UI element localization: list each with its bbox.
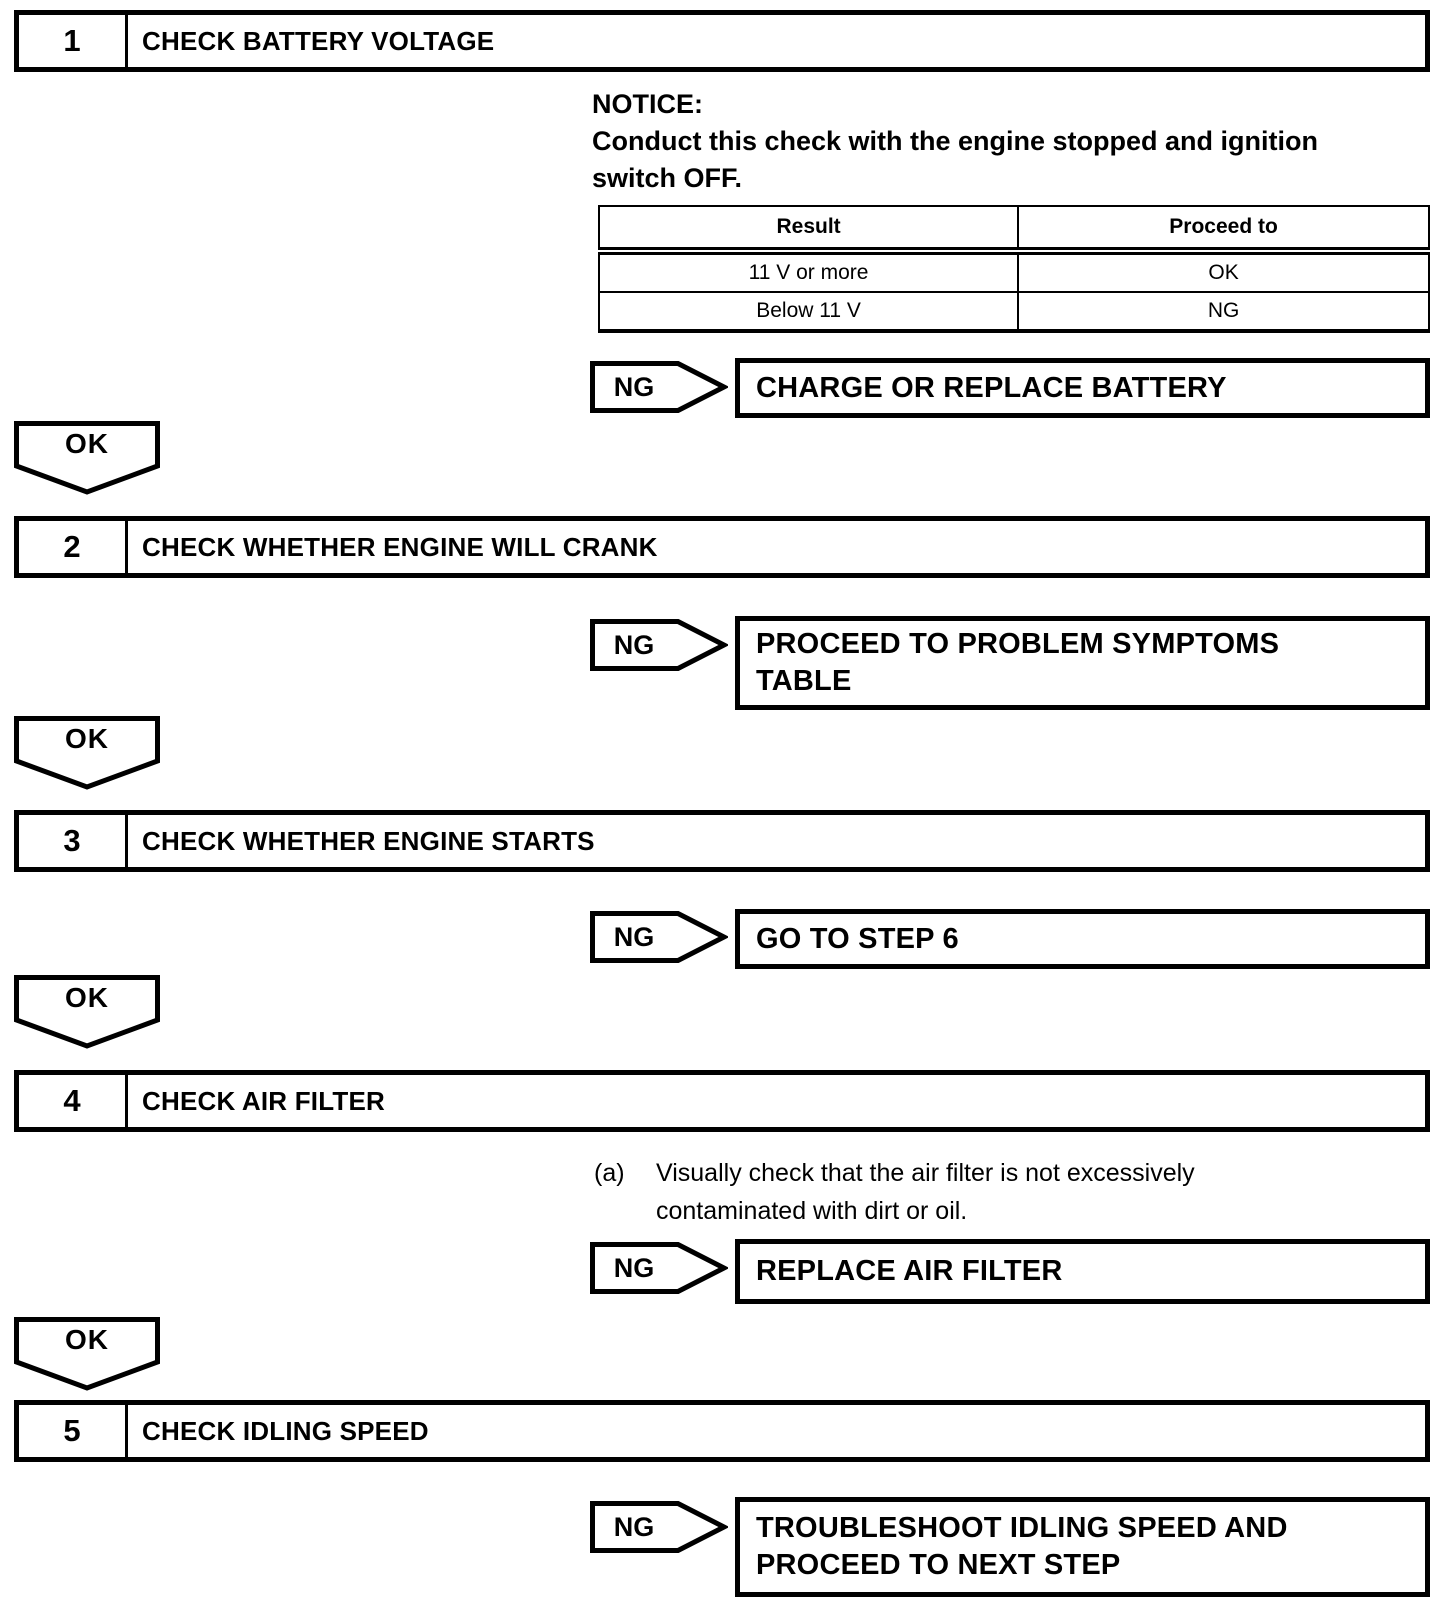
step-title: CHECK WHETHER ENGINE STARTS [142,825,595,856]
ng-arrow-pentagon-icon [590,1501,728,1553]
ok-arrow-pentagon-icon [14,716,160,790]
step-title: CHECK WHETHER ENGINE WILL CRANK [142,531,658,562]
ng-action-text: CHARGE OR REPLACE BATTERY [756,371,1227,404]
instruction-line: Visually check that the air filter is no… [656,1159,1195,1187]
table-row: Below 11 V NG [597,291,1430,332]
ng-arrow-pentagon-icon [590,619,728,671]
ng-arrow-pentagon-icon [590,361,728,413]
step-2-header: 2 CHECK WHETHER ENGINE WILL CRANK [14,516,1430,578]
ng-action-box: GO TO STEP 6 [735,909,1430,969]
step-title: CHECK AIR FILTER [142,1085,385,1116]
ng-connector: NG [590,619,728,671]
step-4-instruction: (a) Visually check that the air filter i… [594,1154,1195,1230]
ng-connector: NG [590,361,728,413]
step-5-header: 5 CHECK IDLING SPEED [14,1400,1430,1462]
step-title: CHECK BATTERY VOLTAGE [142,25,495,56]
ng-action-text: TABLE [756,665,852,697]
ng-action-text: PROCEED TO PROBLEM SYMPTOMS [756,628,1280,660]
ng-arrow-pentagon-icon [590,1242,728,1294]
ok-connector: OK [14,716,160,790]
ok-connector: OK [14,975,160,1049]
ng-label: NG [613,1511,655,1542]
ok-connector: OK [14,1317,160,1391]
ng-action-box: PROCEED TO PROBLEM SYMPTOMS TABLE [735,616,1430,710]
table-row: 11 V or more OK [597,250,1430,293]
ng-action-box: CHARGE OR REPLACE BATTERY [735,358,1430,418]
ok-label: OK [65,723,109,754]
step-number: 3 [19,815,128,867]
step-number: 5 [19,1405,128,1457]
ok-arrow-pentagon-icon [14,421,160,495]
step-number: 2 [19,521,128,573]
step-3-header: 3 CHECK WHETHER ENGINE STARTS [14,810,1430,872]
ok-arrow-pentagon-icon [14,975,160,1049]
step-title: CHECK IDLING SPEED [142,1415,429,1446]
column-header-proceed-to: Proceed to [1017,205,1430,255]
ng-action-box: REPLACE AIR FILTER [735,1239,1430,1304]
ok-label: OK [65,982,109,1013]
result-cell: Below 11 V [597,291,1020,332]
ng-label: NG [613,629,655,660]
ng-action-text: TROUBLESHOOT IDLING SPEED AND [756,1512,1288,1544]
ng-label: NG [613,1252,655,1283]
ng-action-text: PROCEED TO NEXT STEP [756,1549,1121,1581]
ok-connector: OK [14,421,160,495]
ng-label: NG [613,371,655,402]
ng-label: NG [613,921,655,952]
notice-heading: NOTICE: [592,89,703,119]
proceed-cell: NG [1017,291,1430,332]
ng-action-text: REPLACE AIR FILTER [756,1255,1063,1287]
proceed-cell: OK [1017,250,1430,293]
instruction-marker: (a) [594,1159,625,1187]
ok-label: OK [65,1324,109,1355]
step-number: 4 [19,1075,128,1127]
step-number: 1 [19,15,128,67]
table-header-row: Result Proceed to [597,205,1430,255]
ng-connector: NG [590,911,728,963]
instruction-line: contaminated with dirt or oil. [656,1197,968,1225]
step-4-header: 4 CHECK AIR FILTER [14,1070,1430,1132]
ng-connector: NG [590,1242,728,1294]
ok-arrow-pentagon-icon [14,1317,160,1391]
ng-connector: NG [590,1501,728,1553]
notice-line: switch OFF. [592,163,743,193]
result-cell: 11 V or more [597,250,1020,293]
column-header-result: Result [597,205,1020,255]
notice-block: NOTICE: Conduct this check with the engi… [592,86,1318,197]
ng-action-text: GO TO STEP 6 [756,922,959,955]
ok-label: OK [65,428,109,459]
step-1-header: 1 CHECK BATTERY VOLTAGE [14,10,1430,72]
result-table: Result Proceed to 11 V or more OK Below … [597,205,1430,333]
ng-arrow-pentagon-icon [590,911,728,963]
notice-line: Conduct this check with the engine stopp… [592,126,1319,156]
ng-action-box: TROUBLESHOOT IDLING SPEED AND PROCEED TO… [735,1497,1430,1597]
